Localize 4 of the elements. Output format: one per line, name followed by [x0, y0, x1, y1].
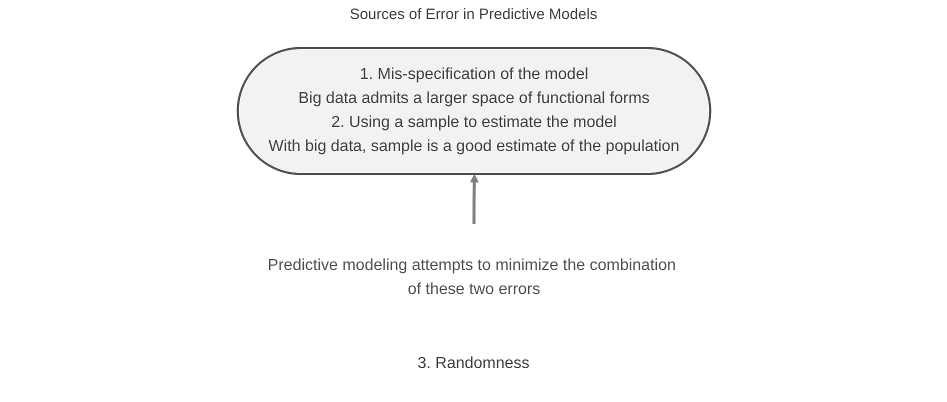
item-label: 3. Randomness	[416, 355, 531, 373]
arrow	[469, 174, 478, 224]
node-text: Predictive modeling attempts to minimize the combination of these two errors	[267, 257, 676, 298]
diagram-title: Sources of Error in Predictive Models	[348, 6, 598, 23]
